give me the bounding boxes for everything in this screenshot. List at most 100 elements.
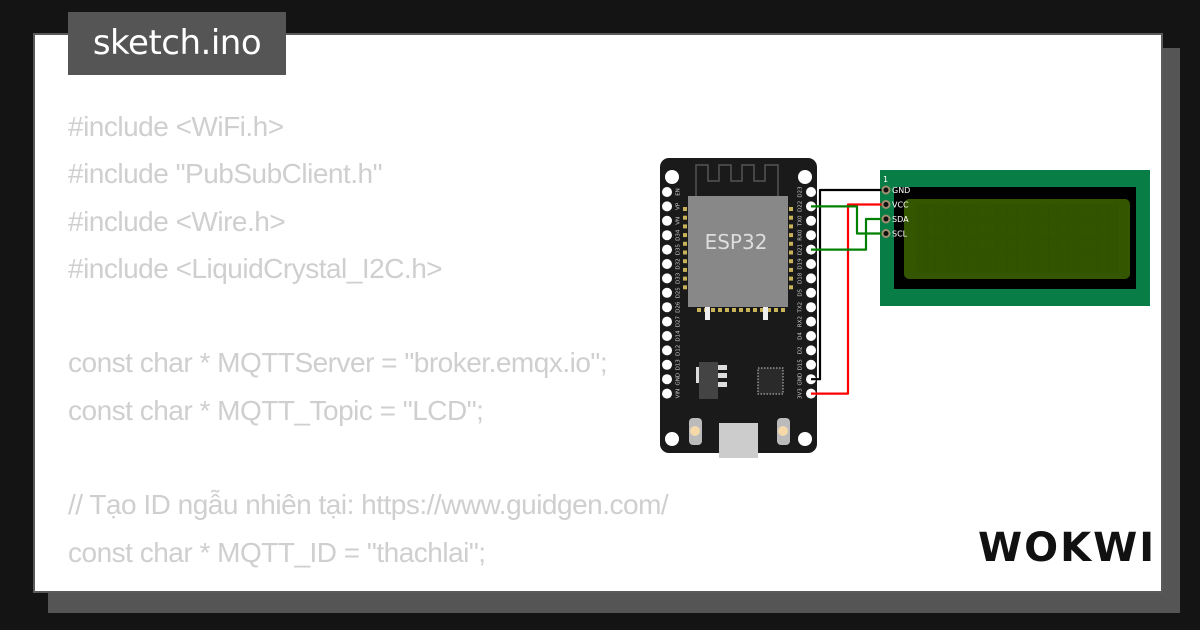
lcd-2004[interactable]: 1 (880, 170, 1150, 306)
esp32-pin-vn[interactable] (662, 215, 672, 226)
lcd-character-cell (1037, 255, 1048, 273)
lcd-pin-one-label: 1 (883, 175, 888, 184)
code-line: // Tạo ID ngẫu nhiên tại: https://www.gu… (68, 489, 669, 521)
esp32-pin-gnd[interactable] (662, 374, 672, 385)
lcd-character-cell (977, 255, 987, 273)
lcd-pin-label: GND (892, 186, 910, 195)
esp32-pin-d14[interactable] (662, 331, 672, 341)
esp32-pin-d5[interactable] (806, 287, 816, 298)
esp32-pin-label: D2 (798, 347, 804, 355)
esp32-pin-tx0[interactable] (806, 215, 816, 226)
lcd-character-cell (957, 255, 967, 273)
esp32-pin-label: D33 (676, 272, 682, 284)
esp32-pin-d34[interactable] (662, 230, 672, 241)
esp32-pin-rx2[interactable] (806, 316, 816, 327)
esp32-pin-vin[interactable] (662, 388, 672, 399)
esp32-pin-label: D23 (798, 186, 804, 198)
esp32-pin-d2[interactable] (806, 345, 816, 356)
lcd-character-cell (1048, 238, 1058, 256)
voltage-regulator (699, 362, 718, 399)
esp32-pin-d33[interactable] (662, 273, 672, 284)
esp32-pin-d13[interactable] (662, 359, 672, 370)
lcd-pin-vcc[interactable] (881, 200, 891, 209)
esp32-pin-d12[interactable] (662, 345, 672, 356)
esp32-pin-label: D19 (798, 258, 804, 270)
lcd-character-cell (1048, 221, 1058, 239)
wire-gnd[interactable] (811, 188, 886, 381)
esp32-pin-d4[interactable] (806, 331, 816, 341)
lcd-character-cell (1007, 238, 1017, 256)
esp32-pin-d26[interactable] (662, 302, 672, 313)
lcd-character-cell (1068, 238, 1078, 256)
lcd-character-cell (1037, 238, 1048, 256)
lcd-character-cell (1088, 221, 1098, 239)
usb-chip (757, 367, 784, 395)
lcd-character-cell (997, 238, 1007, 256)
lcd-character-cell (947, 204, 957, 222)
lcd-character-cell (957, 204, 967, 222)
esp32-pin-label: D26 (676, 301, 682, 313)
usb-port (719, 423, 758, 458)
esp32-pin-en[interactable] (662, 187, 672, 197)
esp32-pin-label: EN (676, 188, 682, 196)
lcd-character-cell (916, 255, 926, 273)
esp32-pin-vp[interactable] (662, 201, 672, 212)
lcd-character-cell (977, 204, 987, 222)
esp32-pin-label: GND (798, 373, 804, 386)
lcd-character-cell (1078, 204, 1088, 222)
esp32-pin-label: D14 (676, 330, 682, 342)
lcd-character-cell (1098, 238, 1108, 256)
esp32-pin-label: D21 (798, 244, 804, 255)
lcd-character-cell (1108, 221, 1118, 239)
lcd-pin-sda[interactable] (881, 214, 891, 224)
lcd-character-cell (977, 238, 987, 256)
esp32-pin-label: D25 (676, 287, 682, 299)
esp32-pin-d25[interactable] (662, 287, 672, 298)
lcd-character-cell (947, 221, 957, 239)
wire-vcc[interactable] (811, 203, 886, 395)
lcd-character-cell (1048, 255, 1058, 273)
esp32-pin-tx2[interactable] (806, 302, 816, 313)
lcd-pin-gnd[interactable] (881, 185, 891, 195)
code-line: #include <LiquidCrystal_I2C.h> (68, 252, 443, 284)
lcd-character-cell (977, 221, 987, 239)
esp32-pin-label: D22 (798, 201, 804, 212)
wire-scl[interactable] (811, 205, 886, 235)
lcd-character-cell (936, 255, 947, 273)
esp32-pin-label: TX2 (798, 302, 804, 314)
lcd-character-cell (1108, 255, 1118, 273)
lcd-character-cell (926, 204, 937, 222)
esp32-board[interactable]: ESP32 ENVPVND34D35D32D33D25D26D27D14D12D… (660, 158, 817, 458)
esp32-pin-d15[interactable] (806, 359, 816, 370)
esp32-pin-d27[interactable] (662, 316, 672, 327)
esp32-pin-rx0[interactable] (806, 230, 816, 241)
lcd-character-cell (967, 255, 977, 273)
lcd-character-cell (1108, 238, 1118, 256)
lcd-character-cell (1048, 204, 1058, 222)
lcd-character-cell (987, 204, 997, 222)
lcd-character-cell (987, 221, 997, 239)
wokwi-logo: WOKWI (978, 525, 1157, 571)
lcd-character-cell (1088, 238, 1098, 256)
esp32-pin-d19[interactable] (806, 259, 816, 269)
file-name-tab: sketch.ino (68, 12, 286, 75)
lcd-character-cell (1078, 238, 1088, 256)
lcd-character-cell (1007, 255, 1017, 273)
code-preview: #include <WiFi.h>#include "PubSubClient.… (68, 103, 669, 576)
esp32-pin-d32[interactable] (662, 259, 672, 269)
esp32-pin-label: D12 (676, 345, 682, 356)
lcd-character-cell (997, 255, 1007, 273)
lcd-pin-scl[interactable] (881, 229, 891, 238)
esp32-pin-d18[interactable] (806, 273, 816, 284)
lcd-character-cell (1108, 204, 1118, 222)
lcd-character-cell (1058, 255, 1068, 273)
code-line: #include <WiFi.h> (68, 111, 284, 142)
esp32-pin-label: D5 (798, 288, 804, 296)
lcd-character-cell (916, 221, 926, 239)
esp32-pin-d23[interactable] (806, 187, 816, 197)
esp32-pin-d35[interactable] (662, 244, 672, 255)
lcd-character-cell (947, 255, 957, 273)
esp32-pin-label: VIN (676, 389, 682, 399)
lcd-character-cell (926, 238, 937, 256)
